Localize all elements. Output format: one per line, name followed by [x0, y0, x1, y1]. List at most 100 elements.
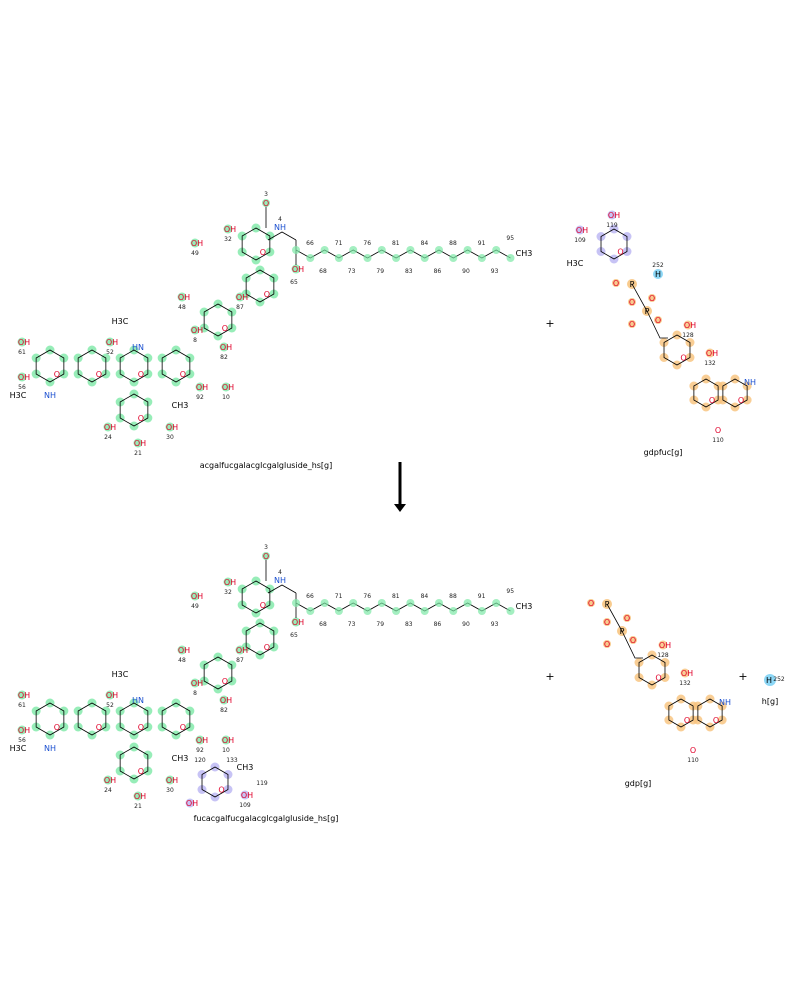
oxygen-label: O	[629, 298, 635, 307]
hydroxyl-label: OH	[134, 792, 146, 801]
atom-number: 132	[679, 680, 691, 687]
atom-number: 4	[278, 216, 282, 223]
methyl-label: CH3	[516, 249, 533, 258]
atom-number: 110	[712, 437, 724, 444]
atom-number: 24	[104, 787, 112, 794]
ring-oxygen: O	[96, 723, 102, 732]
atom-highlight	[764, 674, 776, 686]
methyl-label: CH3	[172, 754, 189, 763]
atom-number: 90	[462, 268, 470, 275]
atom-highlight	[195, 382, 205, 392]
atom-number: 76	[363, 240, 371, 247]
atom-highlight	[628, 298, 636, 306]
ribose-ring: O	[659, 330, 695, 370]
bond	[631, 283, 668, 339]
hydroxyl-label: OH	[684, 321, 696, 330]
purine-ring-a: O	[664, 694, 698, 732]
atom-number: 71	[335, 240, 343, 247]
bond	[606, 603, 643, 659]
atom-number: 4	[278, 569, 282, 576]
ring-bond	[203, 303, 233, 337]
sugar-ring: O	[73, 345, 111, 387]
atom-highlight	[306, 607, 315, 615]
atom-number: 93	[491, 621, 499, 628]
atom-number: 66	[306, 240, 314, 247]
atom-number: 93	[491, 268, 499, 275]
ring-oxygen: O	[138, 723, 144, 732]
hydroxyl-group: OH8	[190, 678, 203, 697]
atom-number: 30	[166, 787, 174, 794]
hydroxyl-group: OH	[185, 798, 198, 808]
oxygen-label: O	[613, 279, 619, 288]
ring-bond	[161, 702, 191, 736]
sugar-ring: O	[241, 265, 279, 307]
ring-bond	[201, 766, 229, 798]
atom-highlight	[406, 599, 415, 607]
fucose-ring: O	[197, 762, 233, 802]
atom-highlight	[683, 320, 693, 330]
atom-highlight	[587, 599, 595, 607]
hydroxyl-label: OH	[106, 691, 118, 700]
ring-oxygen: O	[260, 248, 266, 257]
atom-number: 3	[264, 544, 268, 551]
ring-oxygen: O	[222, 324, 228, 333]
atom-number: 24	[104, 434, 112, 441]
atom-number: 3	[264, 191, 268, 198]
fucose-ring: O	[596, 224, 632, 264]
atom-number: 32	[224, 589, 232, 596]
atom-highlight	[603, 618, 611, 626]
atom-highlight	[240, 790, 250, 800]
ring-oxygen: O	[684, 716, 690, 725]
hydroxyl-label: OH	[706, 349, 718, 358]
atom-highlight	[420, 607, 429, 615]
label-fucacgalfucgalacglcgalgluside: fucacgalfucgalacglcgalgluside_hs[g]	[194, 814, 339, 823]
atom-highlight	[320, 246, 329, 254]
atom-number: 109	[574, 237, 586, 244]
atom-highlight	[235, 645, 245, 655]
amide-label: NH	[274, 223, 286, 232]
atom-number: 8	[193, 337, 197, 344]
atom-highlight	[492, 599, 501, 607]
atom-number: 65	[290, 632, 298, 639]
hydroxyl-label: OH	[191, 592, 203, 601]
hydroxyl-label: OH	[166, 423, 178, 432]
atom-number: 52	[106, 349, 114, 356]
atom-number: 91	[478, 240, 486, 247]
atom-highlight	[291, 617, 301, 627]
ring-bond	[35, 702, 65, 736]
atom-highlight	[392, 607, 401, 615]
ring-bond	[203, 656, 233, 690]
atom-highlight	[133, 791, 143, 801]
atom-highlight	[680, 668, 690, 678]
ring-oxygen: O	[709, 396, 715, 405]
atom-highlight	[190, 591, 200, 601]
atom-highlight	[377, 246, 386, 254]
atom-number: 49	[191, 603, 199, 610]
ring-bond	[161, 349, 191, 383]
ring-oxygen: O	[655, 674, 661, 683]
atom-highlight	[477, 607, 486, 615]
atom-highlight	[363, 607, 372, 615]
atom-number: 71	[335, 593, 343, 600]
atom-highlight	[223, 577, 233, 587]
ring-oxygen: O	[218, 786, 224, 795]
ring-bond	[693, 378, 719, 408]
ring-bond	[241, 580, 271, 614]
atom-highlight	[195, 735, 205, 745]
